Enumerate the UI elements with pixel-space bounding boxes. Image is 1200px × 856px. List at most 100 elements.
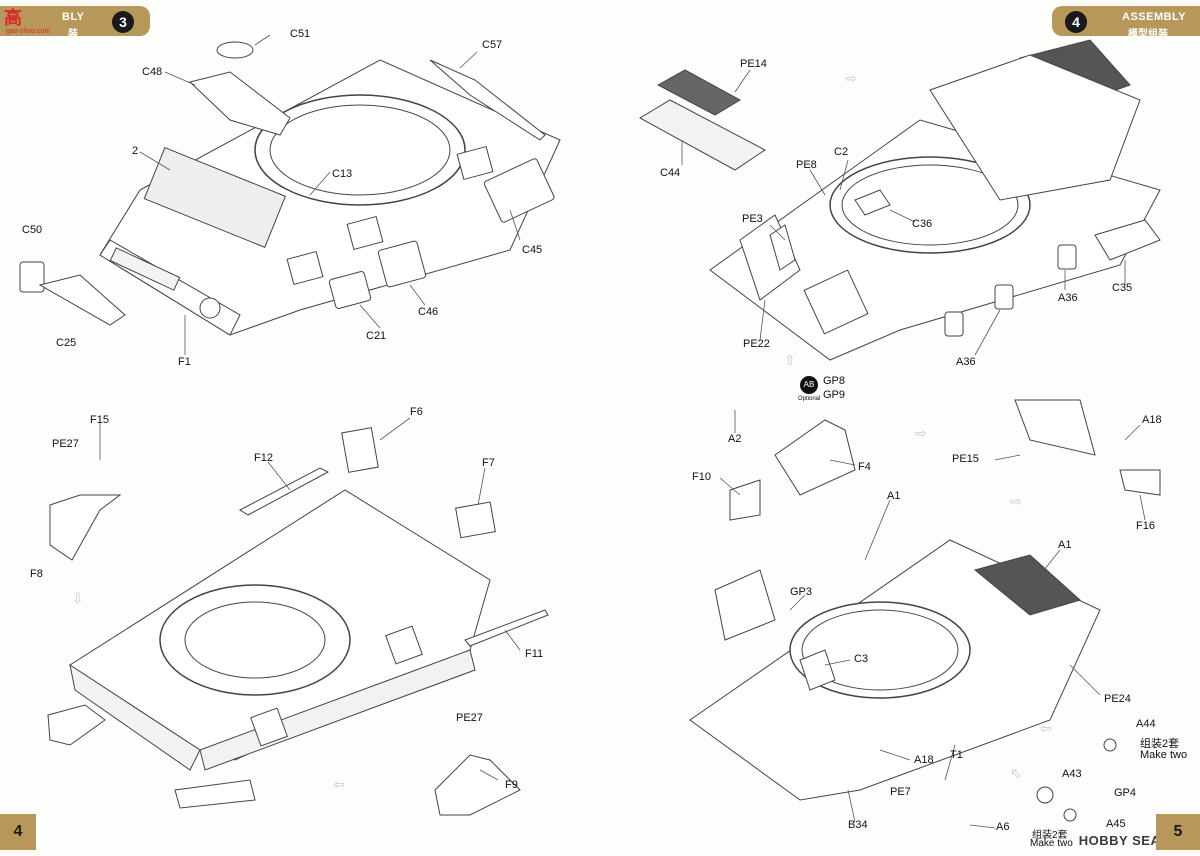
part-f4 <box>774 419 856 496</box>
label-c21: C21 <box>366 330 387 342</box>
label-pe7: PE7 <box>890 786 911 798</box>
part-f9 <box>434 754 521 816</box>
part-f11 <box>464 609 549 647</box>
direction-arrow-left-icon: ⇦ <box>1040 720 1052 736</box>
part-c51 <box>216 41 254 59</box>
part-c3 <box>799 649 836 691</box>
label-b34: B34 <box>848 819 868 831</box>
label-a36-top: A36 <box>1058 292 1078 304</box>
optional-ab-icon: AB <box>800 376 818 394</box>
label-a1-right: A1 <box>1058 539 1072 551</box>
label-c13: C13 <box>332 168 353 180</box>
part-f7 <box>455 501 496 539</box>
label-gp4: GP4 <box>1114 787 1137 799</box>
label-gp3: GP3 <box>790 586 813 598</box>
right-page: ASSEMBLY 模型组装 4 <box>600 0 1200 856</box>
label-2: 2 <box>132 145 139 157</box>
part-c48 <box>188 71 291 136</box>
direction-arrow-up-icon: ⇧ <box>784 352 796 368</box>
label-f11: F11 <box>525 648 544 660</box>
label-pe27-bottom: PE27 <box>456 712 483 724</box>
part-c36 <box>854 189 891 216</box>
label-c48: C48 <box>142 66 163 78</box>
direction-arrow-right-icon: ⇨ <box>845 70 857 86</box>
label-f12: F12 <box>254 452 273 464</box>
label-c2: C2 <box>834 146 849 158</box>
direction-arrow-right-icon-2: ⇨ <box>915 425 927 441</box>
part-pe15-bracket <box>1014 399 1096 456</box>
rear-grille <box>973 554 1081 616</box>
label-c36: C36 <box>912 218 933 230</box>
label-a43: A43 <box>1062 768 1082 780</box>
part-c57 <box>429 59 546 141</box>
part-pe14 <box>656 69 742 116</box>
label-c3: C3 <box>854 653 869 665</box>
label-pe15: PE15 <box>952 453 979 465</box>
part-a36-b2 <box>944 311 964 337</box>
part-c44 <box>638 99 766 171</box>
left-page: BLY 装 高 gao-shou.com 3 <box>0 6 561 850</box>
part-c25 <box>38 274 126 326</box>
front-plate-a <box>47 704 106 746</box>
label-c51: C51 <box>290 28 311 40</box>
label-a18-top: A18 <box>1142 414 1162 426</box>
grille-panel <box>143 146 287 248</box>
label-pe24: PE24 <box>1104 693 1131 705</box>
engine-deck <box>929 54 1141 201</box>
part-f12 <box>238 467 330 516</box>
label-f10: F10 <box>692 471 711 483</box>
label-f1: F1 <box>178 356 191 368</box>
part-c46 <box>377 240 427 288</box>
label-assemble-two-cn: 组装2套 <box>1140 738 1180 750</box>
header-subtitle: 模型组装 <box>1128 29 1168 40</box>
label-optional: Optional <box>798 396 821 402</box>
part-pe22 <box>739 214 801 301</box>
header-title: BLY <box>62 11 85 23</box>
step-number-badge: 4 <box>1065 11 1087 33</box>
header-subtitle: 装 <box>68 29 78 40</box>
label-c25: C25 <box>56 337 77 349</box>
label-a44: A44 <box>1136 718 1156 730</box>
part-f10 <box>729 479 761 521</box>
label-a36-bottom: A36 <box>956 356 976 368</box>
label-make-two: Make two <box>1140 749 1188 761</box>
label-c57: C57 <box>482 39 503 51</box>
label-assemble-two-cn-2: 组装2套 <box>1032 830 1068 841</box>
direction-arrow-left-icon: ⇦ <box>333 776 345 792</box>
site-logo: 高 <box>4 8 22 29</box>
label-pe3: PE3 <box>742 213 763 225</box>
label-c45: C45 <box>522 244 543 256</box>
label-a6: A6 <box>996 821 1010 833</box>
front-plate-b <box>174 779 256 809</box>
label-a2: A2 <box>728 433 742 445</box>
label-f6: F6 <box>410 406 423 418</box>
part-pe3 <box>769 224 796 271</box>
part-a45 <box>1063 808 1077 822</box>
part-f16 <box>1119 469 1161 496</box>
part-c35 <box>1094 219 1161 261</box>
direction-arrow-down-icon: ⇩ <box>72 590 84 606</box>
label-gp9: GP9 <box>823 389 846 401</box>
label-f16: F16 <box>1136 520 1155 532</box>
part-a43 <box>1036 786 1054 804</box>
label-f4: F4 <box>858 461 871 473</box>
label-c50: C50 <box>22 224 43 236</box>
label-pe27-top: PE27 <box>52 438 79 450</box>
label-c35: C35 <box>1112 282 1133 294</box>
part-a36-bottom <box>994 284 1014 310</box>
label-f7: F7 <box>482 457 495 469</box>
direction-arrow-diag-icon: ⬁ <box>1010 765 1022 781</box>
hull-assembly-drawing <box>19 34 561 816</box>
label-a45: A45 <box>1106 818 1126 830</box>
label-pe22: PE22 <box>743 338 770 350</box>
label-make-two-2: Make two <box>1030 838 1073 849</box>
label-c44: C44 <box>660 167 681 179</box>
page-number-left: 4 <box>0 814 36 850</box>
label-a18-bottom: A18 <box>914 754 934 766</box>
label-c46: C46 <box>418 306 439 318</box>
hatch-1 <box>286 250 324 286</box>
part-c50 <box>19 261 45 293</box>
label-f9: F9 <box>505 779 518 791</box>
label-pe14: PE14 <box>740 58 767 70</box>
step-number-badge: 3 <box>112 11 134 33</box>
